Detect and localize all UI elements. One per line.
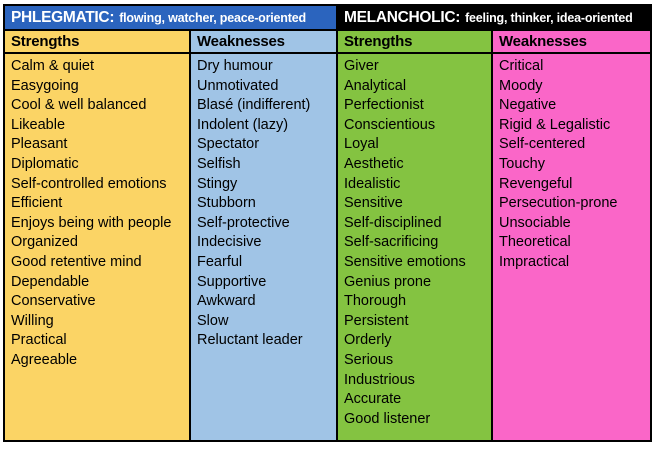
list-item: Self-sacrificing xyxy=(344,234,439,251)
list-item: Critical xyxy=(499,58,544,74)
list-item: Diplomatic xyxy=(11,155,79,172)
list-item: Unmotivated xyxy=(197,77,279,94)
list-item: Persistent xyxy=(344,312,409,329)
list-item: Giver xyxy=(344,58,379,74)
list-item: Moody xyxy=(499,77,543,94)
list-item: Willing xyxy=(11,312,54,329)
phlegmatic-subtitle: flowing, watcher, peace-oriented xyxy=(119,10,306,25)
phlegmatic-title: PHLEGMATIC: xyxy=(11,8,115,26)
list-item: Industrious xyxy=(344,371,415,388)
list-item: Self-centered xyxy=(499,136,586,153)
list-item: Dependable xyxy=(11,273,90,290)
list-item: Enjoys being with people xyxy=(11,214,172,231)
list-item: Persecution-prone xyxy=(499,195,618,212)
list-item: Orderly xyxy=(344,332,392,349)
list-item: Efficient xyxy=(11,195,63,212)
list-item: Supportive xyxy=(197,273,267,290)
melancholic-header-band: MELANCHOLIC: feeling, thinker, idea-orie… xyxy=(338,6,650,29)
list-item: Pleasant xyxy=(11,136,68,153)
list-item: Serious xyxy=(344,351,394,368)
list-item: Rigid & Legalistic xyxy=(499,116,611,133)
melancholic-subtitle: feeling, thinker, idea-oriented xyxy=(465,10,633,25)
list-item: Unsociable xyxy=(499,214,571,231)
list-item: Slow xyxy=(197,312,229,329)
list-item: Loyal xyxy=(344,136,379,153)
list-item: Easygoing xyxy=(11,77,79,94)
list-item: Theoretical xyxy=(499,234,571,251)
list-item: Indolent (lazy) xyxy=(197,116,289,133)
list-item: Revengeful xyxy=(499,175,573,192)
list-item: Sensitive emotions xyxy=(344,253,466,270)
list-item: Dry humour xyxy=(197,58,273,74)
list-item: Idealistic xyxy=(344,175,401,192)
list-item: Selfish xyxy=(197,155,241,172)
list-item: Organized xyxy=(11,234,78,251)
list-item: Touchy xyxy=(499,155,545,172)
list-item: Conservative xyxy=(11,293,96,310)
list-item: Good listener xyxy=(344,410,431,427)
phlegmatic-weaknesses-header: Weaknesses xyxy=(191,31,336,52)
list-item: Awkward xyxy=(197,293,256,310)
temperament-table: PHLEGMATIC: flowing, watcher, peace-orie… xyxy=(3,4,652,442)
list-item: Impractical xyxy=(499,253,570,270)
list-item: Aesthetic xyxy=(344,155,404,172)
melancholic-strengths-header: Strengths xyxy=(338,31,491,52)
list-item: Self-protective xyxy=(197,214,290,231)
list-item: Accurate xyxy=(344,391,402,408)
list-item: Self-disciplined xyxy=(344,214,442,231)
list-item: Self-controlled emotions xyxy=(11,175,167,192)
melancholic-title: MELANCHOLIC: xyxy=(344,8,461,26)
melancholic-weaknesses-header: Weaknesses xyxy=(493,31,650,52)
list-item: Thorough xyxy=(344,293,407,310)
list-item: Genius prone xyxy=(344,273,432,290)
list-item: Perfectionist xyxy=(344,97,424,114)
list-item: Cool & well balanced xyxy=(11,97,147,114)
list-item: Good retentive mind xyxy=(11,253,142,270)
list-item: Likeable xyxy=(11,116,66,133)
list-item: Spectator xyxy=(197,136,260,153)
list-item: Sensitive xyxy=(344,195,403,212)
list-item: Reluctant leader xyxy=(197,332,303,349)
phlegmatic-strengths-header: Strengths xyxy=(5,31,189,52)
list-item: Agreeable xyxy=(11,351,78,368)
list-item: Fearful xyxy=(197,253,243,270)
list-item: Conscientious xyxy=(344,116,436,133)
list-item: Practical xyxy=(11,332,67,349)
list-item: Indecisive xyxy=(197,234,262,251)
list-item: Blasé (indifferent) xyxy=(197,97,311,114)
list-item: Stingy xyxy=(197,175,238,192)
list-item: Negative xyxy=(499,97,557,114)
list-item: Analytical xyxy=(344,77,407,94)
list-item: Calm & quiet xyxy=(11,58,95,74)
phlegmatic-header-band: PHLEGMATIC: flowing, watcher, peace-orie… xyxy=(5,6,336,29)
list-item: Stubborn xyxy=(197,195,256,212)
